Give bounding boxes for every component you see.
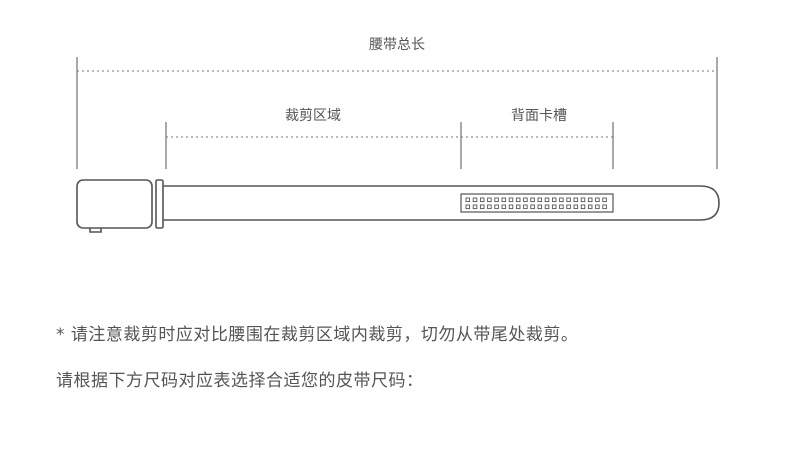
slot-hole [465,197,471,203]
slot-hole [487,204,492,210]
slot-hole [587,197,593,203]
slot-hole [472,204,478,210]
slot-hole [544,197,550,203]
slot-hole [566,197,571,203]
slot-hole [523,204,528,210]
slot-hole [515,197,521,203]
slot-hole [595,204,600,210]
slot-hole [595,197,600,203]
slot-hole [508,204,514,210]
slot-hole [465,204,471,210]
slot-hole [487,197,492,203]
slot-hole [515,204,521,210]
belt-buckle [76,179,153,229]
slot-hole [479,197,485,203]
slot-hole [580,197,586,203]
slot-hole [494,197,499,203]
slot-hole [573,197,579,203]
slot-hole [573,204,579,210]
slot-hole [602,204,607,210]
belt-slot-holes [465,197,607,210]
slot-hole [479,204,485,210]
cut-area-label: 裁剪区域 [285,108,341,124]
total-length-dimension: 腰带总长 [76,37,718,169]
slot-hole [494,204,499,210]
slot-hole [472,197,478,203]
back-slots-dimension: 背面卡槽 [461,108,614,169]
slot-hole [551,197,557,203]
slot-hole [602,197,607,203]
cut-area-dimension: 裁剪区域 [165,108,462,169]
slot-hole [559,204,564,210]
back-slots-label: 背面卡槽 [511,108,567,124]
belt-loop [155,179,164,229]
size-instruction-note: 请根据下方尺码对应表选择合适您的皮带尺码： [56,371,424,391]
total-length-label: 腰带总长 [369,37,425,53]
belt-slot-strip [460,193,614,213]
slot-hole [537,197,543,203]
belt [76,179,720,233]
slot-hole [559,197,564,203]
slot-hole [501,204,507,210]
slot-hole [587,204,593,210]
slot-hole [530,204,535,210]
slot-hole [501,197,507,203]
slot-hole [551,204,557,210]
slot-hole [544,204,550,210]
belt-buckle-tab [89,228,102,233]
slot-hole [566,204,571,210]
belt-diagram: 腰带总长 裁剪区域 背面卡槽 [76,37,720,233]
cutting-warning-note: * 请注意裁剪时应对比腰围在裁剪区域内裁剪，切勿从带尾处裁剪。 [56,325,579,345]
slot-hole [523,197,528,203]
belt-strap [163,185,720,221]
slot-hole [530,197,535,203]
slot-hole [508,197,514,203]
slot-hole [580,204,586,210]
slot-hole [537,204,543,210]
